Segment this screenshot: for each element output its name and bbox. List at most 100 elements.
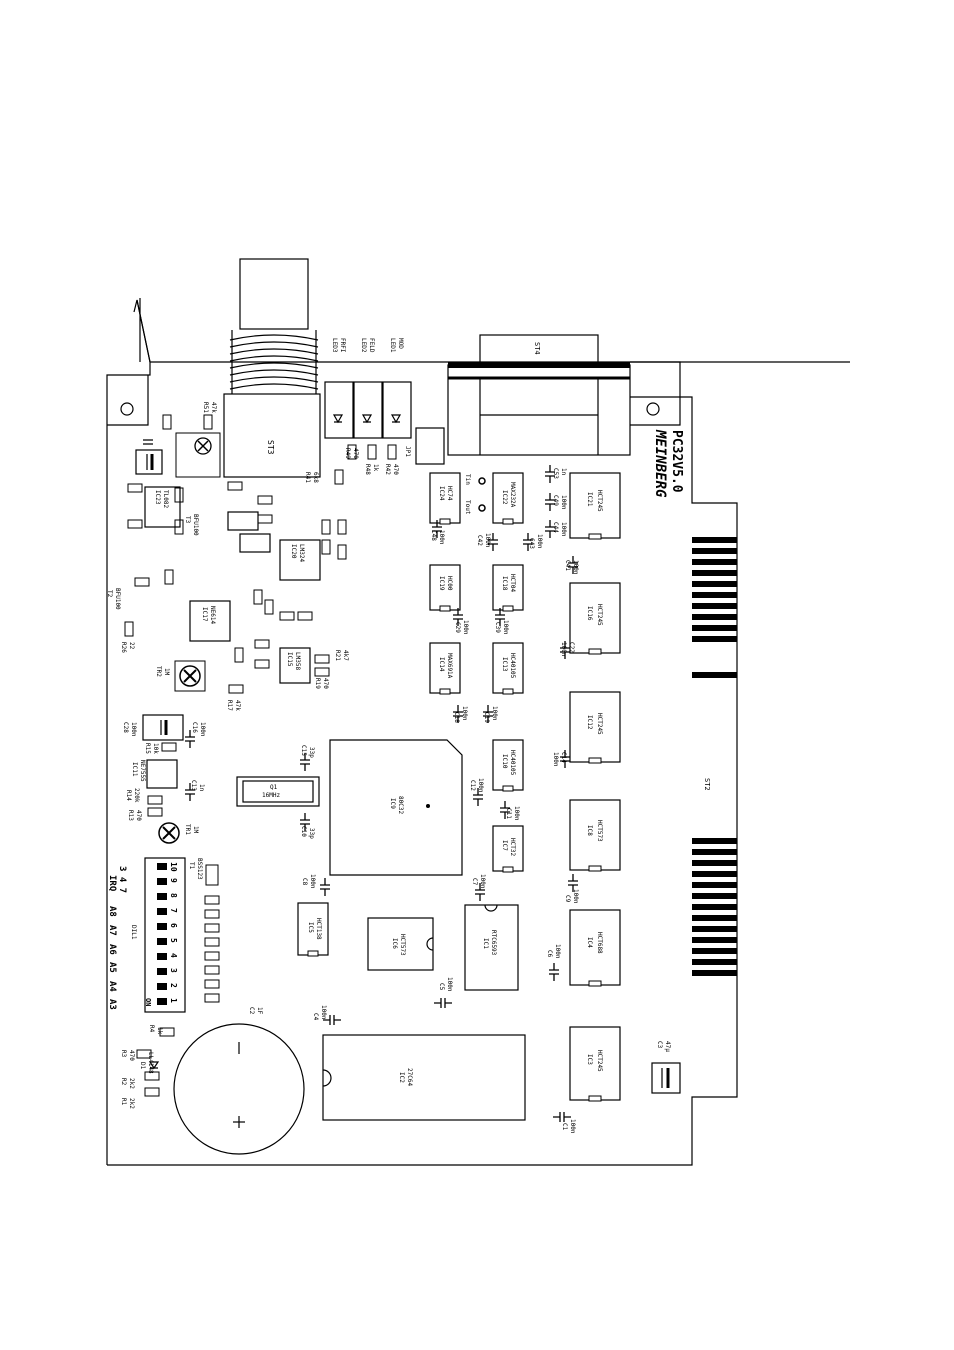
cap-c19-value: 100n xyxy=(491,706,498,721)
res-r15-value: 10k xyxy=(152,743,159,754)
address-a8: A8 xyxy=(107,906,117,917)
cap-c6-value: 100n xyxy=(554,944,561,959)
ic8-ref: IC8 xyxy=(586,825,593,836)
subd-connector xyxy=(447,334,631,456)
cap-c42-ref: C43 xyxy=(528,538,535,549)
ic12-part: HCT245 xyxy=(596,713,603,735)
res-r19-ref: R19 xyxy=(314,678,321,689)
battery-c2-ref: C2 xyxy=(248,1007,255,1015)
ic22-ref: IC22 xyxy=(501,490,508,505)
res-r4-ref: R4 xyxy=(148,1025,155,1033)
ic16-part: HCT245 xyxy=(596,604,603,626)
cap-c7-ref: C7 xyxy=(471,878,478,886)
ic17-ref: IC17 xyxy=(201,607,208,622)
ic9-part: 80C32 xyxy=(397,796,404,814)
t1-body xyxy=(205,864,219,886)
res-r15-ref: R15 xyxy=(144,743,151,754)
cap-c29-value: 100n xyxy=(502,620,509,635)
diode-d1 xyxy=(148,1061,160,1070)
led3-label: FRFI xyxy=(339,338,346,353)
dip-number-7: 7 xyxy=(169,908,178,913)
ic1-ref: IC1 xyxy=(482,938,489,949)
cap-c49-ref: C53 xyxy=(552,468,559,479)
dip-switch-numbers: 10 9 8 7 6 5 4 3 2 1 xyxy=(169,862,178,1003)
bnc-connector xyxy=(223,258,321,478)
ceramic-caps xyxy=(143,439,578,1122)
jumper-jp1 xyxy=(415,427,445,465)
cap-c12-value: 100n xyxy=(477,778,484,793)
res-r48-ref: R48 xyxy=(364,464,371,475)
res-r13-value: 470 xyxy=(135,810,142,821)
led3-ref: LED3 xyxy=(331,338,338,353)
ic15-ref: IC15 xyxy=(286,652,293,667)
ic1-body xyxy=(464,904,519,991)
dip-switch-address-labels: A8 A7 A6 A5 A4 A3 IRQ 3 4 7 xyxy=(107,866,127,1010)
t3-part: BFU100 xyxy=(192,514,199,536)
ic18-ref: IC18 xyxy=(501,576,508,591)
led1-label: MOD xyxy=(397,338,404,349)
ic4-ref: IC4 xyxy=(586,937,593,948)
cap-c13-ref: C13 xyxy=(190,780,197,791)
res-r21-value: 4k7 xyxy=(342,650,349,661)
board-outline xyxy=(106,396,738,1166)
ic3-ref: IC3 xyxy=(586,1054,593,1065)
cap-c43-ref: C44 xyxy=(552,522,559,533)
d1-ref: D1 xyxy=(139,1062,146,1070)
res-r21-ref: R21 xyxy=(334,650,341,661)
ic21-ref: IC21 xyxy=(586,492,593,507)
cap-c44-value: 100n xyxy=(438,530,445,545)
t1-part: BSS123 xyxy=(196,858,203,880)
ic11-ref: IC11 xyxy=(131,762,138,777)
trimmer-tr2-value: 1M xyxy=(163,668,170,676)
dip-switch-on-label: ON xyxy=(144,998,152,1006)
ic-labels: IC5 HCT138 IC7 HCT32 IC10 HC40105 IC13 H… xyxy=(106,482,603,1074)
crystal-q1-body xyxy=(236,776,320,807)
mounting-hole-left xyxy=(120,402,134,416)
cap-c3-ref: C3 xyxy=(656,1041,663,1049)
ic7-part: HCT32 xyxy=(509,838,516,856)
ic2-body xyxy=(322,1034,526,1121)
cap-c13-value: 1n xyxy=(198,784,205,792)
cap-c49-value: 1n xyxy=(560,468,567,476)
ic22-part: MAX232A xyxy=(509,482,516,508)
cap-c39-ref: C41 xyxy=(564,560,571,571)
cap-c18-value: 100n xyxy=(461,706,468,721)
ic10-part: HC40105 xyxy=(509,750,516,776)
ic23-part: TL082 xyxy=(162,490,169,508)
ic17-part: NE614 xyxy=(209,606,216,624)
t2-ref: T2 xyxy=(106,590,113,598)
bnc-connector-label: ST3 xyxy=(266,440,275,455)
ic8-part: HCT573 xyxy=(596,820,603,842)
ic21-part: HCT245 xyxy=(596,490,603,512)
edge-connector xyxy=(692,537,737,976)
res-r3-ref: R3 xyxy=(120,1050,127,1058)
ic6-body xyxy=(367,917,434,971)
res-r2-ref: R2 xyxy=(120,1078,127,1086)
subd-connector-label: ST4 xyxy=(533,342,541,355)
res-r42-ref: R42 xyxy=(384,464,391,475)
dip-pullup-resistors xyxy=(204,895,220,1003)
cap-c10-value: 33p xyxy=(308,828,315,839)
address-a6: A6 xyxy=(107,944,117,955)
resistors xyxy=(124,414,397,1097)
cap-c14-ref: C14 xyxy=(560,752,567,763)
ic20-body xyxy=(279,539,321,581)
ic9-body xyxy=(329,739,463,876)
dip-number-3: 3 xyxy=(169,968,178,973)
res-r51-ref: R51 xyxy=(202,402,209,413)
cap-labels: C1 100n C4 100n C5 100n C6 100n C7 100n … xyxy=(190,468,579,1134)
led-block xyxy=(324,381,412,439)
res-r17-value: 47k xyxy=(234,700,241,711)
res-r26-ref: R26 xyxy=(120,642,127,653)
edge-connector-label: ST2 xyxy=(703,778,711,791)
cap-c28-ref: C29 xyxy=(454,622,461,633)
res-r1-value: 2k2 xyxy=(128,1098,135,1109)
test-point-tout xyxy=(478,504,486,512)
led2-ref: LED2 xyxy=(360,338,367,353)
ic18-part: HCT04 xyxy=(509,574,516,592)
cap-c11-value: 100n xyxy=(513,806,520,821)
cap-c48-ref: C49 xyxy=(552,495,559,506)
dip-number-10: 10 xyxy=(169,862,178,872)
cap-c19-ref: C19 xyxy=(483,712,490,723)
